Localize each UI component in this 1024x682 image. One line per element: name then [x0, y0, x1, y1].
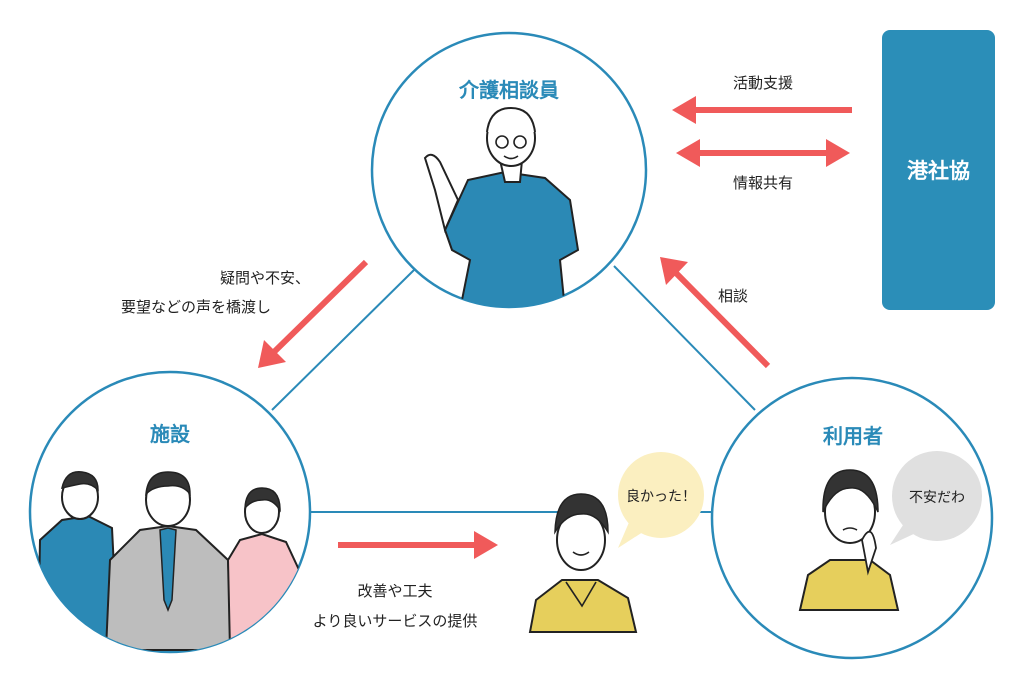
happy-bubble-text: 良かった！ — [626, 489, 696, 505]
improve-arrow — [338, 531, 498, 559]
counselor-title: 介護相談員 — [459, 78, 559, 102]
facility-figures — [36, 471, 301, 651]
consultation-arrow — [660, 257, 771, 369]
worried-bubble — [890, 451, 982, 545]
facility-title: 施設 — [150, 422, 190, 446]
connector-line — [271, 269, 415, 411]
info-sharing-arrow — [676, 139, 850, 167]
worried-woman-figure — [798, 469, 900, 611]
worried-bubble-text: 不安だわ — [909, 490, 965, 506]
bridge-arrow — [258, 259, 369, 368]
counselor-figure — [423, 106, 580, 307]
consultation-label: 相談 — [718, 287, 749, 305]
info-sharing-label: 情報共有 — [733, 174, 794, 192]
bridge-label-line2: 要望などの声を橋渡し — [120, 298, 271, 316]
org-box: 港社協 — [882, 30, 995, 310]
user-title: 利用者 — [823, 424, 883, 448]
org-label: 港社協 — [907, 159, 970, 183]
activity-support-label: 活動支援 — [733, 74, 794, 92]
improve-label-line2: より良いサービスの提供 — [312, 612, 478, 630]
happy-bubble — [618, 452, 704, 548]
happy-woman-figure — [528, 493, 638, 633]
bridge-label-line1: 疑問や不安、 — [219, 269, 310, 287]
activity-support-arrow — [672, 96, 852, 124]
improve-label-line1: 改善や工夫 — [357, 582, 433, 600]
connector-line — [613, 265, 756, 411]
